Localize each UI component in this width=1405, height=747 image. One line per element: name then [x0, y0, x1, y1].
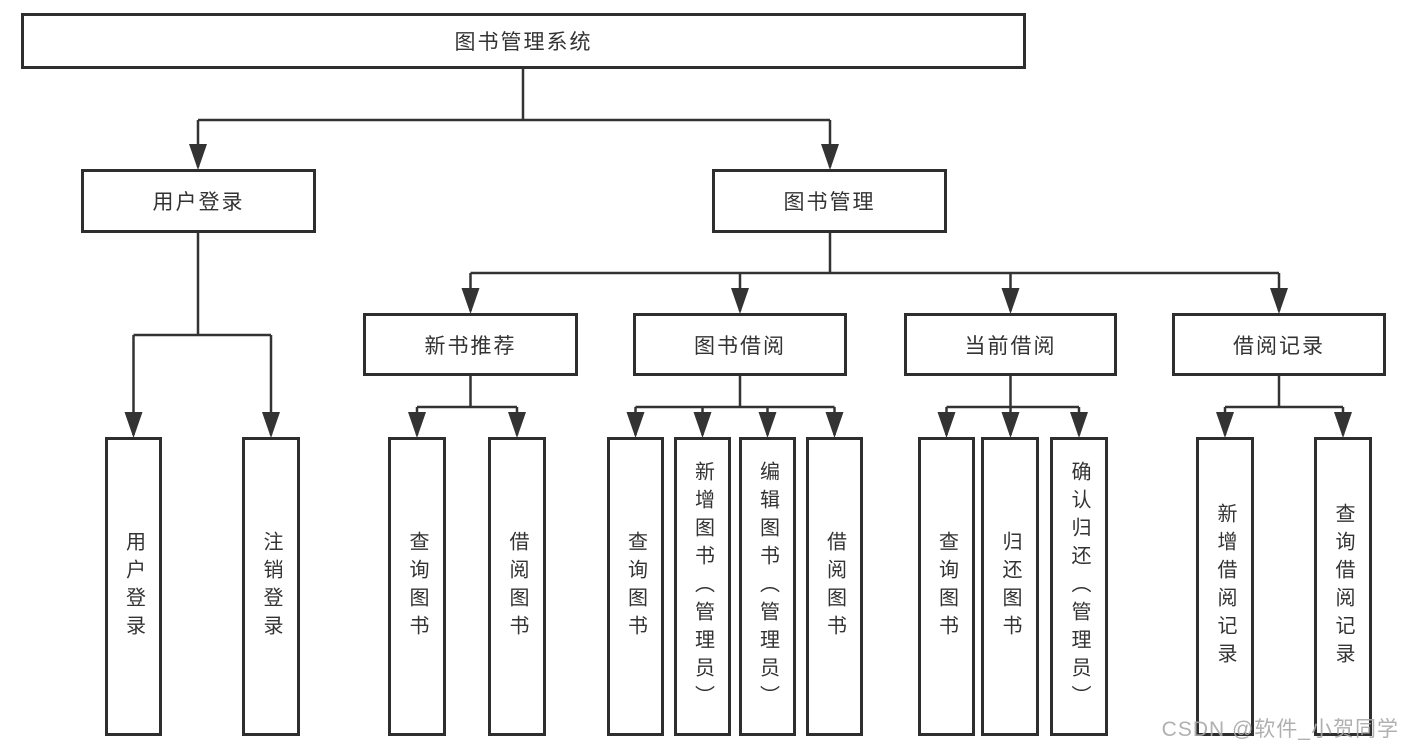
leaf-borrow-books: 借阅图书 — [806, 437, 863, 736]
node-library-management-system: 图书管理系统 — [21, 13, 1026, 69]
leaf-user-login: 用户登录 — [105, 437, 162, 736]
leaf-query-books-current: 查询图书 — [918, 437, 975, 736]
node-borrowing-records: 借阅记录 — [1172, 313, 1386, 376]
node-current-borrowing: 当前借阅 — [904, 313, 1117, 376]
leaf-return-books: 归还图书 — [981, 437, 1039, 736]
leaf-edit-books-admin: 编辑图书（管理员） — [739, 437, 796, 736]
leaf-logout: 注销登录 — [242, 437, 300, 736]
node-user-login: 用户登录 — [81, 169, 316, 233]
leaf-add-borrow-record: 新增借阅记录 — [1196, 437, 1254, 736]
leaf-borrow-books-recommend: 借阅图书 — [488, 437, 546, 736]
leaf-confirm-return-admin: 确认归还（管理员） — [1050, 437, 1108, 736]
leaf-query-books-borrow: 查询图书 — [607, 437, 664, 736]
leaf-query-books-recommend: 查询图书 — [388, 437, 446, 736]
csdn-watermark: CSDN @软件_小贺同学 — [1161, 718, 1399, 741]
node-book-borrowing: 图书借阅 — [633, 313, 847, 376]
leaf-add-books-admin: 新增图书（管理员） — [674, 437, 731, 736]
node-book-management: 图书管理 — [712, 169, 947, 233]
leaf-query-borrow-record: 查询借阅记录 — [1314, 437, 1372, 736]
node-new-book-recommendation: 新书推荐 — [363, 313, 578, 376]
tree-edges — [132, 69, 1345, 435]
